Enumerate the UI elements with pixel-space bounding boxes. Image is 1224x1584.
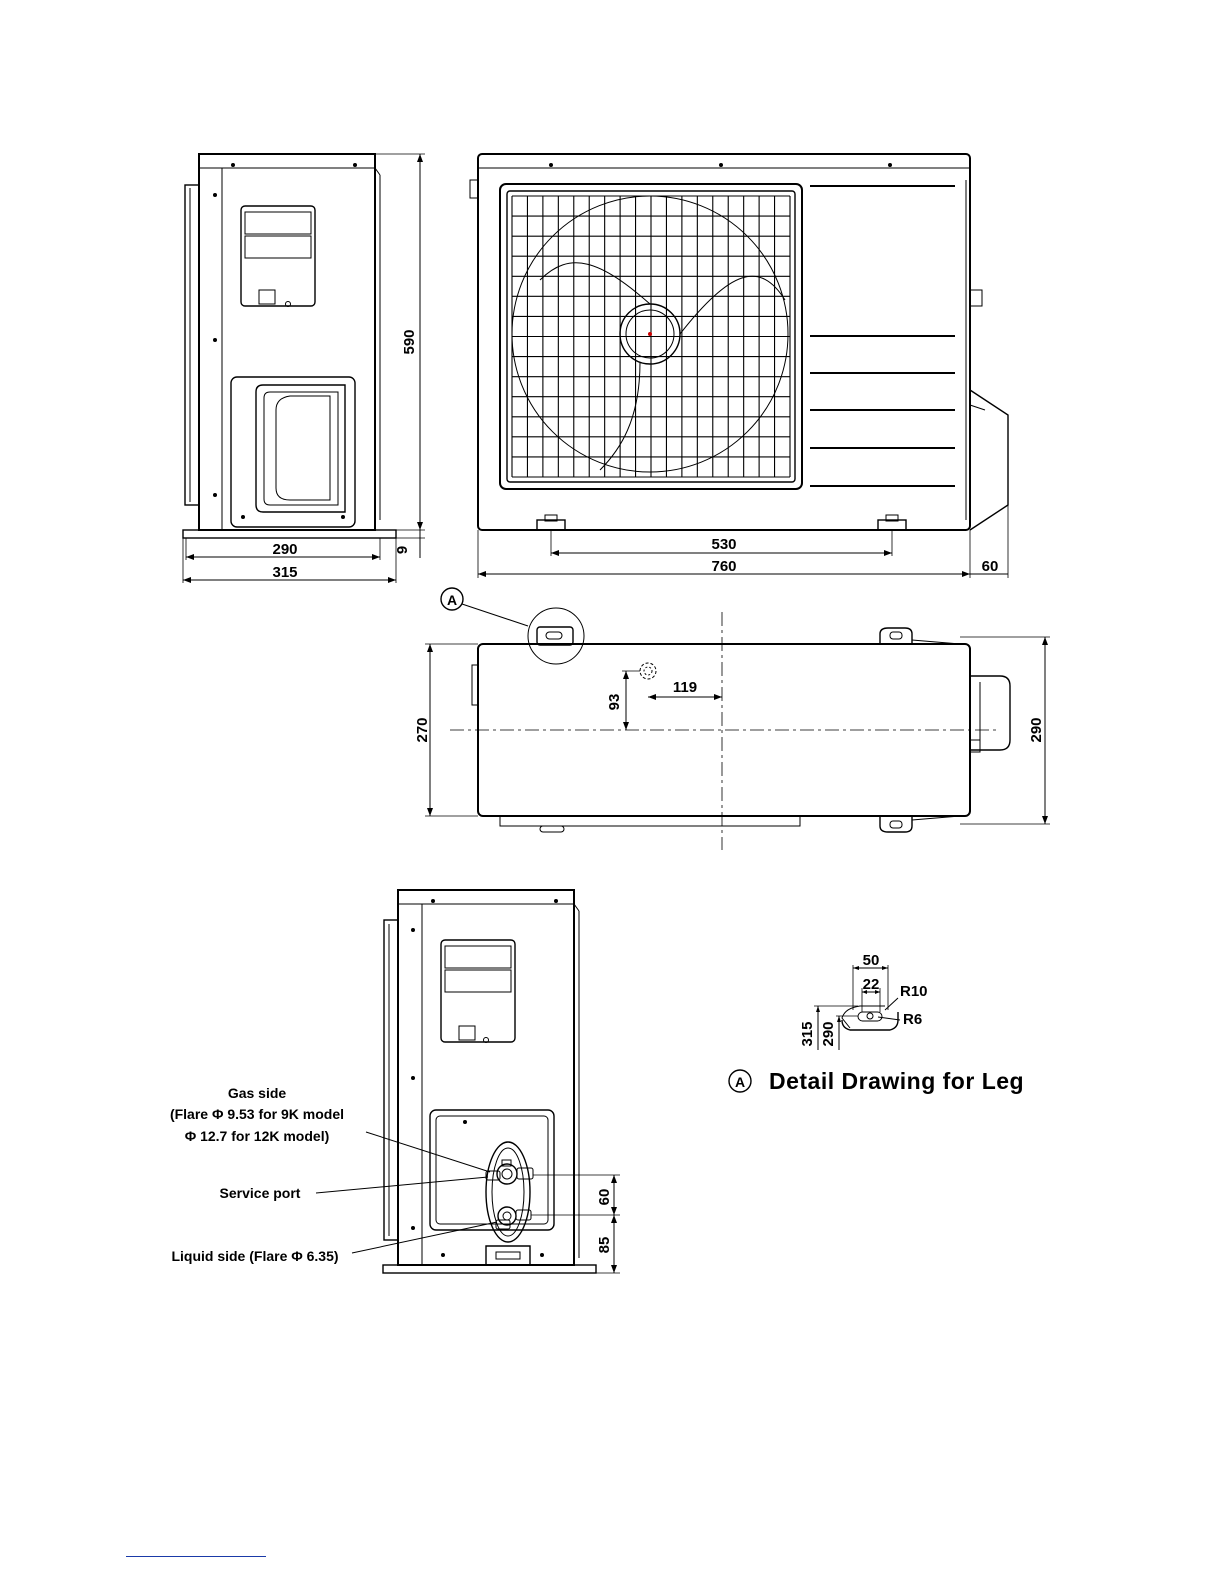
plan-view: A 119 93 270 290 [414, 588, 1050, 850]
side-view: 590 9 290 315 [183, 154, 425, 583]
valve-side-view: 60 85 [316, 890, 620, 1273]
dim-width-label: 760 [711, 558, 736, 575]
leg-depth-inner-label: 290 [820, 1021, 837, 1046]
dim-side-depth-outer-label: 315 [272, 564, 297, 581]
service-port-label: Service port [220, 1185, 301, 1201]
dim-height-label: 590 [401, 329, 418, 354]
dim-plan-depth-label: 270 [414, 717, 431, 742]
leg-detail: 50 22 R10 R6 315 290 [799, 952, 928, 1050]
gas-side-flare-line2: Φ 12.7 for 12K model) [185, 1128, 330, 1144]
dim-valve-height-label: 85 [596, 1237, 613, 1254]
liquid-side-label: Liquid side (Flare Φ 6.35) [171, 1248, 338, 1264]
leg-radius-outer-label: R10 [900, 983, 928, 1000]
dim-mount-spacing-label: 530 [711, 536, 736, 553]
front-view: 530 760 60 [470, 154, 1008, 578]
dim-pipe-offset-y-label: 93 [606, 694, 623, 711]
detail-title: Detail Drawing for Leg [769, 1068, 1024, 1094]
leg-width-label: 50 [863, 952, 880, 969]
detail-marker-a: A [447, 592, 457, 608]
leg-radius-inner-label: R6 [903, 1011, 922, 1028]
gas-side-label: Gas side [228, 1085, 287, 1101]
dim-plan-depth-total-label: 290 [1028, 717, 1045, 742]
leg-depth-outer-label: 315 [799, 1021, 816, 1046]
dim-valve-spacing-label: 60 [596, 1189, 613, 1206]
dim-pipe-offset-x-label: 119 [673, 679, 697, 696]
leg-slot-width-label: 22 [863, 976, 880, 993]
dim-side-depth-inner-label: 290 [272, 541, 297, 558]
dim-side-protrusion-label: 60 [982, 558, 999, 575]
footer-rule [126, 1556, 266, 1557]
detail-title-marker: A [735, 1074, 745, 1090]
gas-side-flare-line1: (Flare Φ 9.53 for 9K model [170, 1106, 344, 1122]
fan-grille [512, 196, 790, 477]
dim-foot-height-label: 9 [394, 546, 411, 554]
